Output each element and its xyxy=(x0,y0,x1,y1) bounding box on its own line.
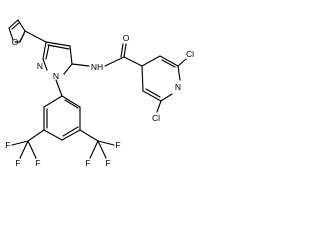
cf3-right xyxy=(79,129,115,159)
atom-label-f-right-2: F xyxy=(85,158,90,168)
atom-label-nh-amide: NH xyxy=(91,62,103,72)
pyridine-ring xyxy=(141,55,187,113)
atom-label-n-pyrazole-2: N xyxy=(37,61,43,71)
atom-label-f-left-2: F xyxy=(15,158,20,168)
molecule-diagram: O N N NH O Cl N Cl F F F F F F xyxy=(5,19,194,168)
atom-label-o-carbonyl: O xyxy=(123,33,130,43)
atom-label-n-pyridine: N xyxy=(175,82,181,92)
atom-label-f-right-3: F xyxy=(105,158,110,168)
pyrazole-ring xyxy=(24,30,73,75)
cf3-left xyxy=(11,129,45,159)
structure-canvas: O N N NH O Cl N Cl F F F F F F xyxy=(5,19,194,168)
atom-label-f-left-3: F xyxy=(35,158,40,168)
atom-label-f-left-1: F xyxy=(5,140,10,150)
atom-label-cl-top: Cl xyxy=(186,49,194,59)
atom-label-f-right-1: F xyxy=(115,140,120,150)
phenyl-ring xyxy=(43,79,81,141)
atom-label-n-pyrazole-1: N xyxy=(53,71,59,81)
amide-linkage xyxy=(71,43,143,67)
atom-label-o-furan: O xyxy=(12,37,19,47)
atom-label-cl-bottom: Cl xyxy=(152,113,160,123)
furan-ring xyxy=(8,19,26,43)
